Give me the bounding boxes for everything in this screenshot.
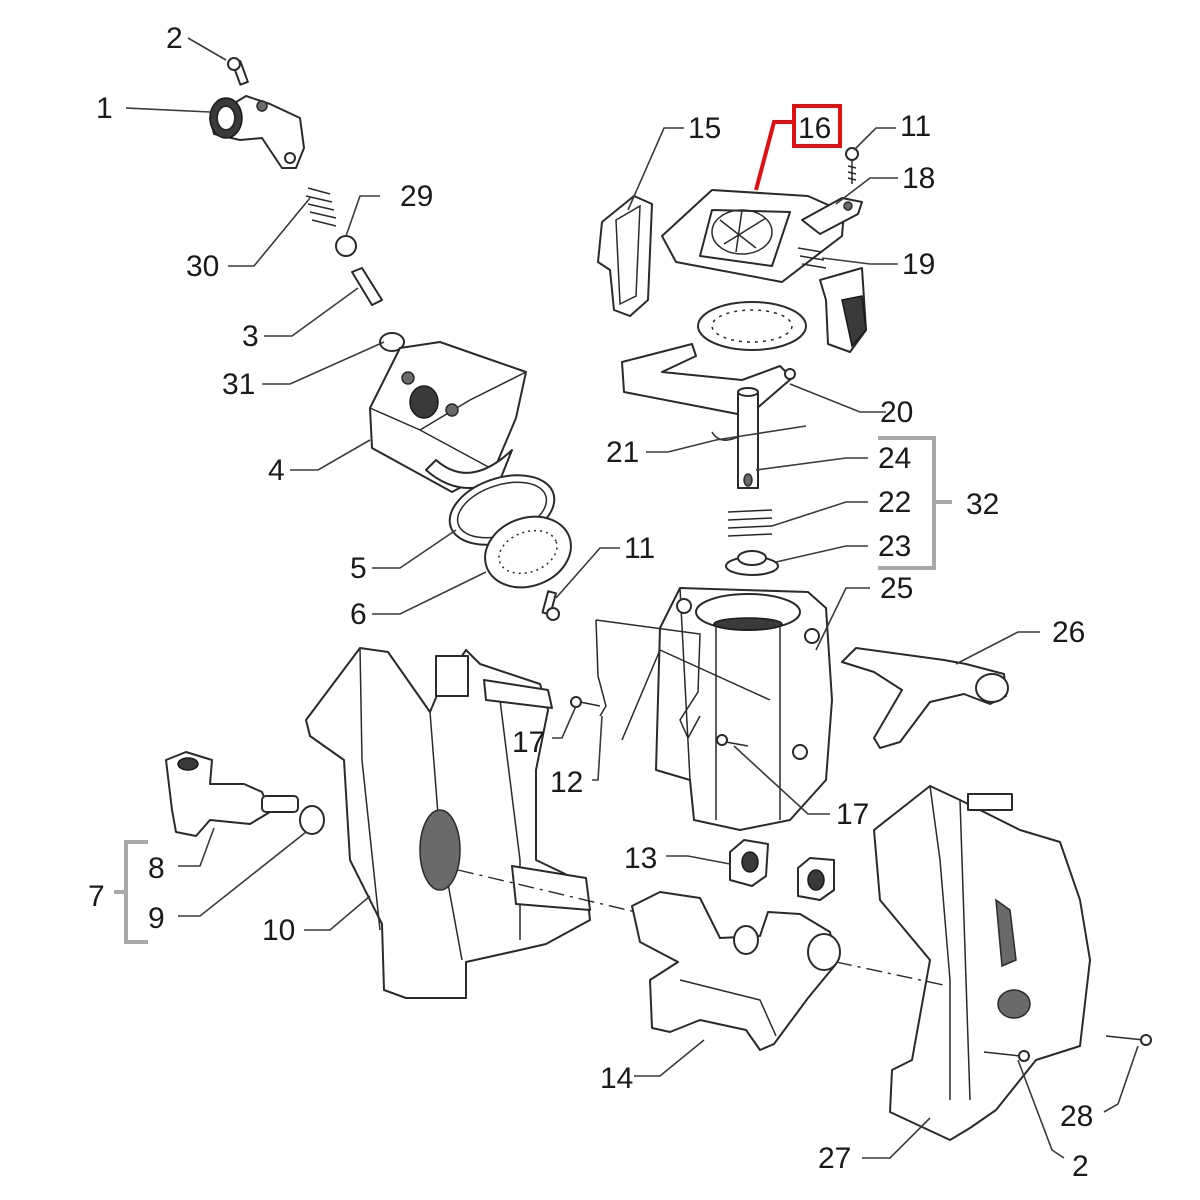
part-16-dispenser-top xyxy=(661,189,845,283)
part-17-pin-left xyxy=(570,696,601,708)
part-4-valve-body xyxy=(369,341,527,493)
callout-2-top: 2 xyxy=(166,22,183,55)
highlight-part-16 xyxy=(754,104,842,191)
part-29-ball xyxy=(335,235,357,257)
part-31-oring xyxy=(379,332,405,352)
part-6-filter-screen xyxy=(484,515,572,589)
callout-1: 1 xyxy=(96,92,113,125)
callout-28: 28 xyxy=(1060,1100,1093,1133)
callout-21: 21 xyxy=(606,436,639,469)
callout-7: 7 xyxy=(88,880,105,913)
callout-14: 14 xyxy=(600,1062,633,1095)
part-30-spring xyxy=(305,187,337,227)
part-17-pin-right xyxy=(716,734,749,747)
callout-6: 6 xyxy=(350,598,367,631)
callout-26: 26 xyxy=(1052,616,1085,649)
callout-8: 8 xyxy=(148,852,165,885)
callout-2-bottom: 2 xyxy=(1072,1150,1089,1183)
part-1-connector xyxy=(209,95,305,169)
callout-25: 25 xyxy=(880,572,913,605)
part-8-nozzle xyxy=(165,751,299,837)
callout-13: 13 xyxy=(624,842,657,875)
part-20-tray xyxy=(621,343,796,417)
part-27-right-frame xyxy=(873,785,1091,1141)
part-26-lever-arm xyxy=(841,647,1009,749)
callout-30: 30 xyxy=(186,250,219,283)
callout-15: 15 xyxy=(688,112,721,145)
part-11-screw-middle xyxy=(541,590,560,621)
part-13-block-right xyxy=(797,857,835,901)
part-24-shaft xyxy=(737,387,759,489)
part-15-guide xyxy=(597,195,653,317)
callout-23: 23 xyxy=(878,530,911,563)
leader-lines xyxy=(125,37,1139,1159)
callout-31: 31 xyxy=(222,368,255,401)
callout-27: 27 xyxy=(818,1142,851,1175)
callout-11-top: 11 xyxy=(900,110,931,143)
part-16-perforated-disc xyxy=(697,301,807,351)
callout-4: 4 xyxy=(268,454,285,487)
callout-19: 19 xyxy=(902,248,935,281)
callout-3: 3 xyxy=(242,320,259,353)
callout-labels: 2 1 30 29 3 31 4 5 6 11 15 16 11 18 19 2… xyxy=(88,22,1093,1183)
part-2-screw-bottom xyxy=(983,1050,1030,1062)
part-22-spring xyxy=(727,509,773,537)
callout-5: 5 xyxy=(350,552,367,585)
callout-20: 20 xyxy=(880,396,913,429)
callout-11-middle: 11 xyxy=(624,532,655,565)
callout-24: 24 xyxy=(878,442,911,475)
callout-9: 9 xyxy=(148,902,165,935)
callout-16: 16 xyxy=(798,112,831,145)
callout-22: 22 xyxy=(878,486,911,519)
callout-10: 10 xyxy=(262,914,295,947)
callout-12: 12 xyxy=(550,766,583,799)
part-23-seal xyxy=(725,550,779,576)
part-14-crank xyxy=(631,891,841,1051)
bracket-group-7 xyxy=(114,840,148,944)
part-28-screw xyxy=(1105,1034,1152,1046)
part-9-oring xyxy=(299,805,325,835)
callout-29: 29 xyxy=(400,180,433,213)
axis-line-right xyxy=(835,961,949,987)
callout-32: 32 xyxy=(966,488,999,521)
callout-18: 18 xyxy=(902,162,935,195)
part-19-spring-arm xyxy=(797,247,867,353)
part-10-left-frame xyxy=(305,647,591,999)
part-25-brew-chamber xyxy=(655,587,833,831)
part-3-pin xyxy=(351,267,383,306)
part-2-screw-top xyxy=(227,57,249,86)
part-11-screw-top xyxy=(845,147,859,184)
part-18-lever xyxy=(801,197,863,235)
callout-17-right: 17 xyxy=(836,798,869,831)
callout-17-left: 17 xyxy=(512,726,545,759)
bracket-group-32 xyxy=(878,436,952,570)
part-13-block-left xyxy=(729,839,769,887)
part-12-wire-bracket xyxy=(595,619,771,741)
